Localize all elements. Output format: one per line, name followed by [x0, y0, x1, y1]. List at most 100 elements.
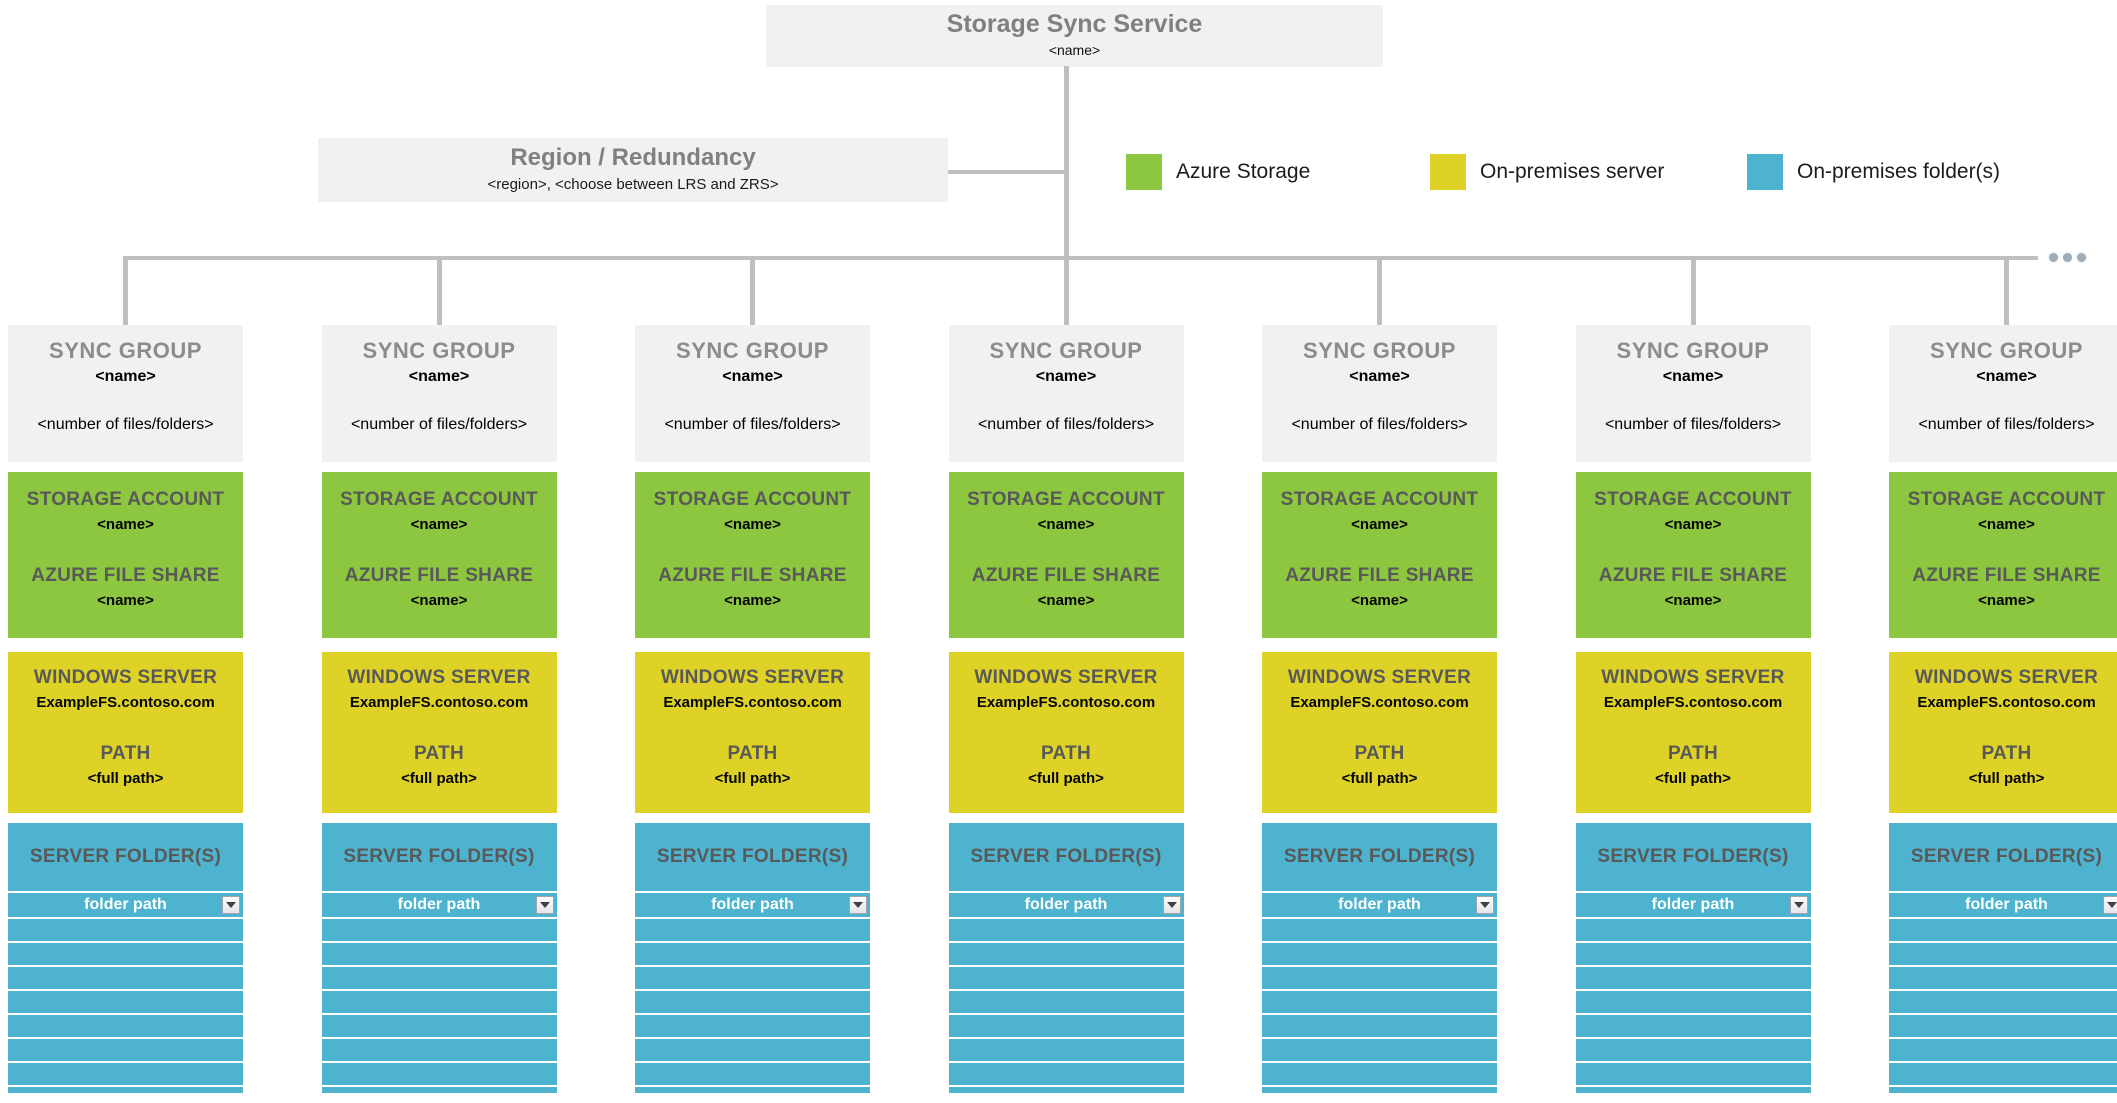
folder-row-empty-cell[interactable] — [1575, 1037, 1811, 1061]
path-heading: PATH — [1667, 743, 1719, 764]
folder-row-empty-cell[interactable] — [1262, 917, 1497, 941]
folder-row-empty-cell[interactable] — [1262, 1061, 1497, 1085]
folder-path-cell[interactable]: folder path — [635, 891, 870, 917]
sync-group-box: SYNC GROUP <name> <number of files/folde… — [1575, 325, 1811, 462]
folder-row-empty-cell[interactable] — [635, 1037, 870, 1061]
folder-row-empty-cell[interactable] — [948, 989, 1184, 1013]
folder-row-empty-cell[interactable] — [321, 1013, 557, 1037]
azure-storage-box: STORAGE ACCOUNT <name> AZURE FILE SHARE … — [635, 472, 870, 638]
folder-row-empty-cell[interactable] — [1575, 1061, 1811, 1085]
server-folders-heading: SERVER FOLDER(S) — [1283, 846, 1476, 867]
folder-row-empty-cell[interactable] — [321, 917, 557, 941]
folder-row-empty-cell[interactable] — [1889, 1085, 2117, 1093]
azure-file-share-heading: AZURE FILE SHARE — [31, 565, 220, 586]
folder-path-cell[interactable]: folder path — [1889, 891, 2117, 917]
folder-row-empty-cell[interactable] — [8, 1013, 243, 1037]
folder-row-empty-cell[interactable] — [1889, 965, 2117, 989]
sync-group-box: SYNC GROUP <name> <number of files/folde… — [1262, 325, 1497, 462]
folder-row-empty-cell[interactable] — [321, 965, 557, 989]
folder-row-empty-cell[interactable] — [635, 941, 870, 965]
folder-row-empty-cell[interactable] — [948, 1037, 1184, 1061]
folder-row-empty-cell[interactable] — [1262, 989, 1497, 1013]
folder-row-empty-cell[interactable] — [635, 917, 870, 941]
sync-group-box: SYNC GROUP <name> <number of files/folde… — [8, 325, 243, 462]
folder-row-empty-cell[interactable] — [8, 1085, 243, 1093]
folder-row-empty-cell[interactable] — [321, 1037, 557, 1061]
folder-path-cell[interactable]: folder path — [1262, 891, 1497, 917]
folder-row-empty-cell[interactable] — [8, 1037, 243, 1061]
folder-path-dropdown-button[interactable] — [1476, 896, 1494, 914]
folder-row-empty-cell[interactable] — [1575, 965, 1811, 989]
folder-path-cell[interactable]: folder path — [8, 891, 243, 917]
folder-row-empty-cell[interactable] — [948, 1013, 1184, 1037]
folder-row-empty-cell[interactable] — [321, 1061, 557, 1085]
folder-row-empty-cell[interactable] — [8, 989, 243, 1013]
folder-row-empty-cell[interactable] — [1575, 941, 1811, 965]
server-folders-heading: SERVER FOLDER(S) — [1910, 846, 2103, 867]
ellipsis-dot — [2063, 253, 2072, 262]
folder-row-empty-cell[interactable] — [8, 917, 243, 941]
sync-group-files-count: <number of files/folders> — [977, 416, 1155, 433]
folder-row-empty-cell[interactable] — [321, 989, 557, 1013]
folder-row-empty-cell[interactable] — [948, 1085, 1184, 1093]
column-connector-stub-line — [1377, 258, 1382, 325]
folder-row-empty-cell[interactable] — [321, 1085, 557, 1093]
folder-row-empty-cell[interactable] — [1889, 917, 2117, 941]
folder-row-empty-cell[interactable] — [8, 1061, 243, 1085]
folder-path-dropdown-button[interactable] — [222, 896, 240, 914]
folder-row-empty-cell[interactable] — [1889, 989, 2117, 1013]
folder-path-dropdown-button[interactable] — [849, 896, 867, 914]
folder-row-empty-cell[interactable] — [1262, 1037, 1497, 1061]
sync-group-name: <name> — [1976, 368, 2037, 385]
folder-row-empty-cell[interactable] — [635, 965, 870, 989]
folder-row-empty-cell[interactable] — [948, 917, 1184, 941]
folder-row-empty-cell[interactable] — [1575, 917, 1811, 941]
folder-path-dropdown-button[interactable] — [535, 896, 554, 914]
sync-group-files-count: <number of files/folders> — [1918, 416, 2095, 433]
sync-group-heading: SYNC GROUP — [676, 338, 829, 363]
path-heading: PATH — [1354, 743, 1405, 764]
storage-sync-service-name: <name> — [1048, 42, 1101, 58]
folder-row-empty-cell[interactable] — [635, 1085, 870, 1093]
folder-row-empty-cell[interactable] — [1262, 1013, 1497, 1037]
windows-server-heading: WINDOWS SERVER — [33, 667, 218, 688]
folder-row-empty-cell[interactable] — [1889, 1061, 2117, 1085]
folder-row-empty-cell[interactable] — [1889, 1013, 2117, 1037]
folder-row-empty-cell[interactable] — [8, 965, 243, 989]
folder-row-empty-cell[interactable] — [8, 941, 243, 965]
path-heading: PATH — [727, 743, 778, 764]
column-connector-stub-line — [436, 258, 442, 325]
chevron-down-icon — [1166, 902, 1177, 908]
folder-row-empty-cell[interactable] — [1262, 1085, 1497, 1093]
folder-row-empty-cell[interactable] — [1575, 1085, 1811, 1093]
folder-path-cell[interactable]: folder path — [948, 891, 1184, 917]
sync-group-heading: SYNC GROUP — [49, 338, 202, 363]
windows-server-heading: WINDOWS SERVER — [1601, 667, 1785, 688]
folder-row-empty-cell[interactable] — [1889, 1037, 2117, 1061]
folder-path-dropdown-button[interactable] — [1789, 896, 1808, 914]
server-folders-heading: SERVER FOLDER(S) — [656, 846, 849, 867]
windows-server-box: WINDOWS SERVER ExampleFS.contoso.com PAT… — [1889, 652, 2117, 813]
folder-row-empty-cell[interactable] — [321, 941, 557, 965]
windows-server-hostname: ExampleFS.contoso.com — [1290, 694, 1469, 711]
on-premises-server-color-swatch-icon — [1430, 154, 1466, 190]
folder-row-empty-cell[interactable] — [635, 1061, 870, 1085]
folder-path-cell[interactable]: folder path — [1575, 891, 1811, 917]
folder-path-dropdown-button[interactable] — [1162, 896, 1181, 914]
folder-row-empty-cell[interactable] — [635, 989, 870, 1013]
folder-row-empty-cell[interactable] — [1262, 965, 1497, 989]
folder-rows: folder path — [948, 891, 1184, 1093]
folder-path-cell[interactable]: folder path — [321, 891, 557, 917]
folder-row-empty-cell[interactable] — [1575, 989, 1811, 1013]
folder-row-empty-cell[interactable] — [948, 941, 1184, 965]
folder-path-dropdown-button[interactable] — [2103, 896, 2117, 914]
folder-row-empty-cell[interactable] — [948, 1061, 1184, 1085]
legend-label: On-premises server — [1480, 160, 1665, 183]
folder-row-empty-cell[interactable] — [1262, 941, 1497, 965]
sync-group-column: SYNC GROUP <name> <number of files/folde… — [8, 258, 243, 1093]
folder-row-empty-cell[interactable] — [635, 1013, 870, 1037]
folder-row-empty-cell[interactable] — [1575, 1013, 1811, 1037]
folder-row-empty-cell[interactable] — [948, 965, 1184, 989]
folder-row-empty-cell[interactable] — [1889, 941, 2117, 965]
storage-account-name: <name> — [1351, 516, 1408, 533]
